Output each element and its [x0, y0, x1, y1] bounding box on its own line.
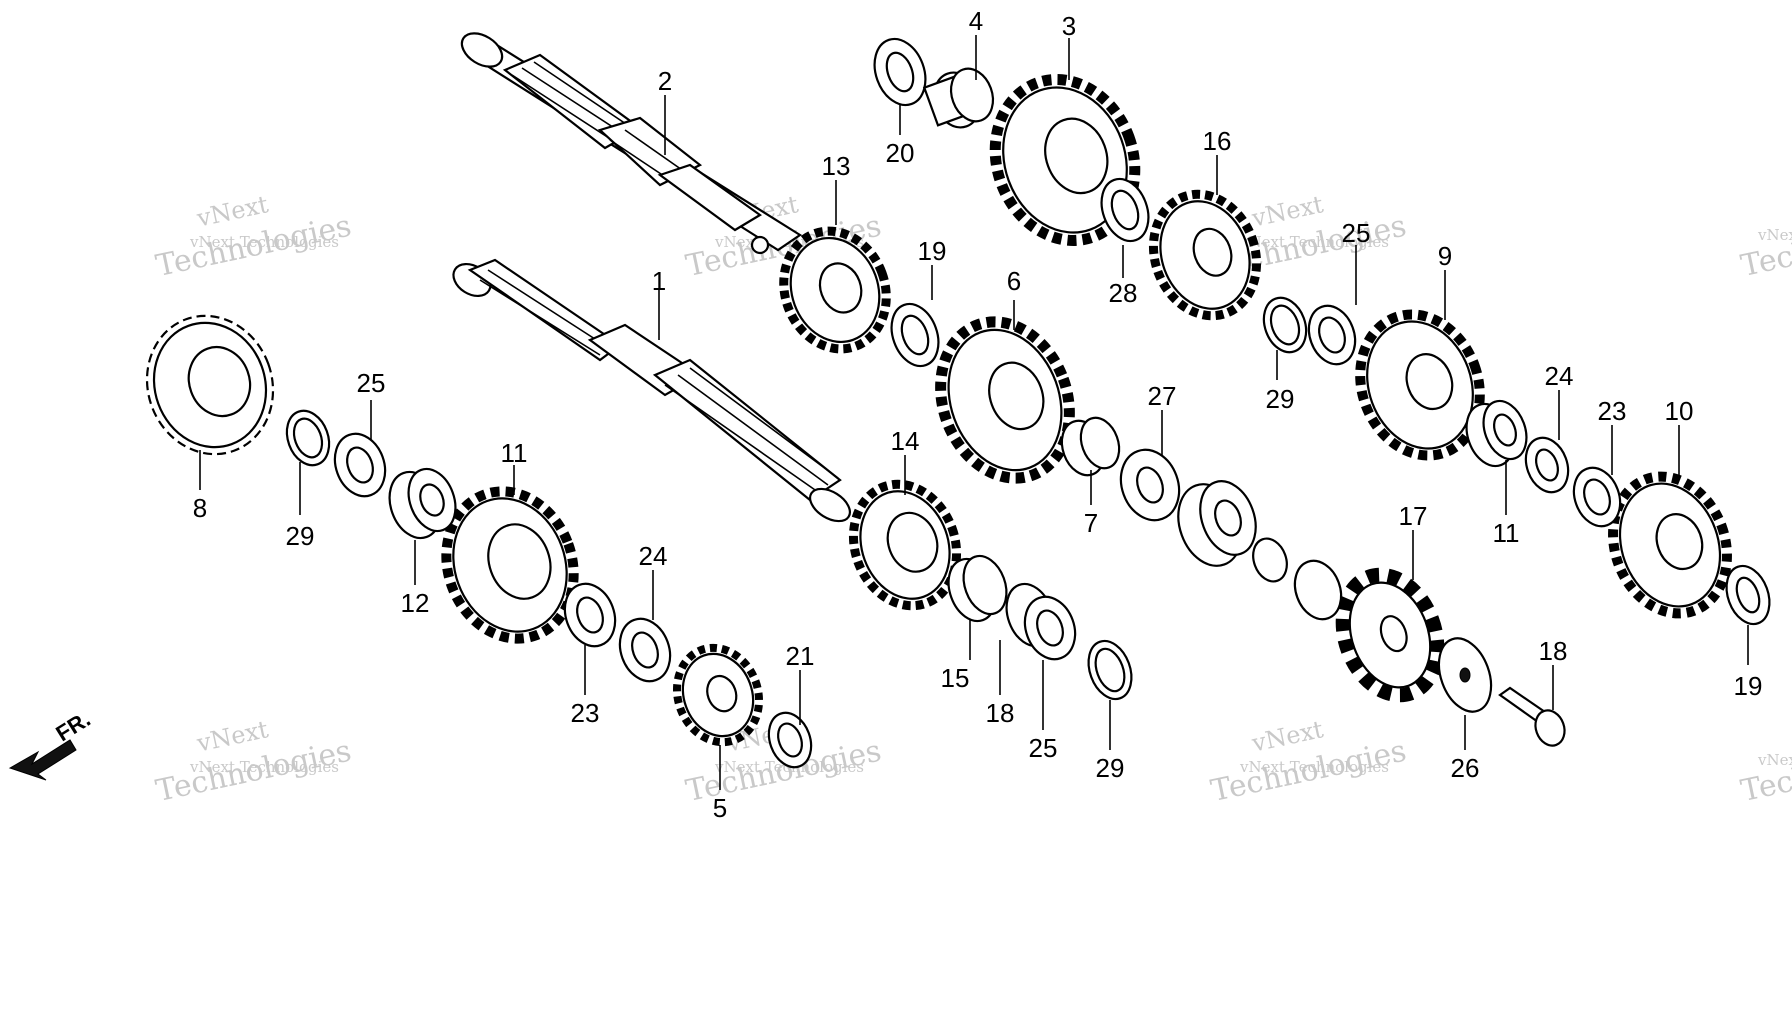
washer-22-bottom: [767, 711, 813, 769]
callout-4: 4: [969, 6, 983, 36]
circlip-29: [1262, 296, 1308, 354]
watermark-small: vNext Technologies: [1757, 226, 1792, 244]
watermark: vNext Technologies: [153, 715, 354, 809]
callout-22-bottom: 21: [786, 641, 815, 671]
bushing-7: [1060, 416, 1121, 477]
gear-3: [989, 74, 1141, 246]
callout-10: 10: [1665, 396, 1694, 426]
callout-1: 1: [652, 266, 666, 296]
callout-25: 25: [1342, 218, 1371, 248]
sprocket-17: [1335, 567, 1445, 703]
bearing: [1177, 480, 1257, 567]
washer-22-top: [873, 37, 927, 107]
washer-23: [1572, 466, 1622, 528]
callout-18: 18: [1539, 636, 1568, 666]
callout-12: 11: [1493, 518, 1520, 548]
leader-lines: [199, 35, 1749, 790]
callout-12-left: 12: [401, 588, 430, 618]
gear-14: [848, 479, 962, 611]
bushing-12-left: [388, 467, 457, 540]
svg-text:Technologies: Technologies: [1738, 734, 1792, 810]
circlip-29-bottom: [1087, 639, 1133, 701]
washer-24: [1524, 436, 1570, 494]
watermark-small: vNext Technologies: [189, 758, 339, 776]
callout-29-bottom: 29: [1096, 753, 1125, 783]
callout-24: 24: [1545, 361, 1574, 391]
callout-28: 28: [1109, 278, 1138, 308]
callout-20: 18: [986, 698, 1015, 728]
collar: [1252, 537, 1343, 621]
callout-14: 14: [891, 426, 920, 456]
bolt-18: [1498, 686, 1566, 747]
mainshaft: [452, 258, 851, 523]
callout-24-left: 24: [639, 541, 668, 571]
gear-6: [935, 316, 1075, 484]
washer-25-left: [333, 432, 387, 498]
callout-5: 5: [713, 793, 727, 823]
callout-7: 7: [1084, 508, 1098, 538]
front-direction-arrow: FR.: [8, 706, 95, 781]
washer-21: [890, 302, 940, 368]
callout-9: 9: [1438, 241, 1452, 271]
watermark-small: vNext Technologies: [1239, 758, 1389, 776]
gear-5: [672, 643, 764, 747]
watermark-small: vNext Technologies: [189, 233, 339, 251]
callout-3: 3: [1062, 11, 1076, 41]
washer-25: [1307, 304, 1357, 366]
washer-27: [1119, 448, 1181, 522]
callout-6: 6: [1007, 266, 1021, 296]
callout-25-left: 25: [357, 368, 386, 398]
bushing-12: [1465, 399, 1528, 468]
callout-26: 26: [1451, 753, 1480, 783]
direction-label: FR.: [51, 706, 94, 746]
callout-29-left: 29: [286, 521, 315, 551]
callout-15: 15: [941, 663, 970, 693]
callout-2: 2: [658, 66, 672, 96]
watermark-small: vNext Technologies: [1757, 751, 1792, 769]
watermark-small: vNext Technologies: [1239, 233, 1389, 251]
callout-29: 29: [1266, 384, 1295, 414]
svg-text:Technologies: Technologies: [1738, 209, 1792, 285]
countershaft: [460, 32, 803, 255]
callout-25-bottom: 25: [1029, 733, 1058, 763]
callout-13: 13: [822, 151, 851, 181]
gear-13: [779, 226, 891, 354]
circlip-29-left: [285, 409, 331, 467]
callout-19: 19: [1734, 671, 1763, 701]
callouts: 2 4 3 20 13 19 16 25 28 29 9 1 6 27 7 24…: [193, 6, 1763, 823]
washer-28: [1100, 177, 1150, 243]
watermark: Technologies: [1738, 209, 1792, 285]
callout-21: 19: [918, 236, 947, 266]
gear-8: [145, 314, 275, 456]
callout-17: 17: [1399, 501, 1428, 531]
watermark: vNext Technologies: [1208, 715, 1409, 809]
callout-27: 27: [1148, 381, 1177, 411]
watermark: Technologies: [1738, 734, 1792, 810]
bushing-4: [922, 67, 995, 129]
callout-16: 16: [1203, 126, 1232, 156]
washer-24-left: [618, 617, 672, 683]
watermark: vNext Technologies: [153, 190, 354, 284]
callout-23-left: 23: [571, 698, 600, 728]
washer-23-left: [563, 582, 617, 648]
gear-9: [1355, 309, 1485, 461]
bushing-15: [947, 554, 1008, 623]
gear-16: [1148, 189, 1262, 321]
washer-25-bottom: [1023, 595, 1077, 661]
callout-23: 23: [1598, 396, 1627, 426]
washer-19: [1725, 564, 1771, 626]
gear-10: [1608, 471, 1732, 619]
callout-22: 20: [886, 138, 915, 168]
washer-26: [1437, 637, 1493, 713]
callout-11: 11: [501, 438, 528, 468]
callout-8: 8: [193, 493, 207, 523]
